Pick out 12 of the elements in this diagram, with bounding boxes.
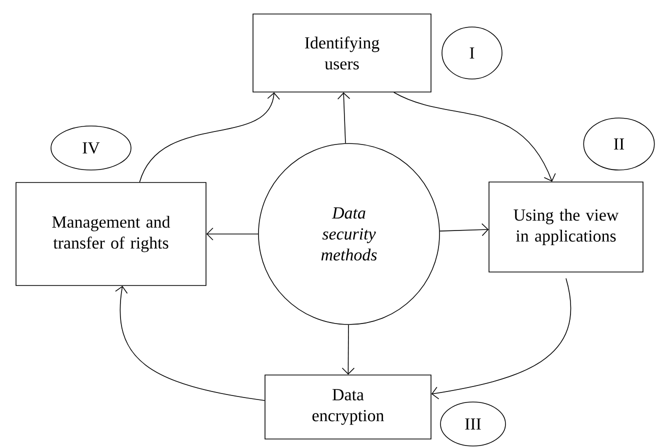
arrow — [206, 228, 258, 240]
process-box: Using the view in applications — [488, 182, 644, 272]
process-box: Data encryption — [264, 374, 432, 440]
arrow — [139, 92, 280, 182]
arrow — [115, 286, 265, 401]
arrow — [393, 92, 556, 182]
arrow — [342, 324, 355, 375]
arrow — [337, 92, 350, 144]
arrow — [439, 223, 489, 236]
process-box: Management and transfer of rights — [16, 182, 206, 286]
arrow — [431, 278, 571, 400]
process-box: Identifying users — [252, 14, 432, 92]
